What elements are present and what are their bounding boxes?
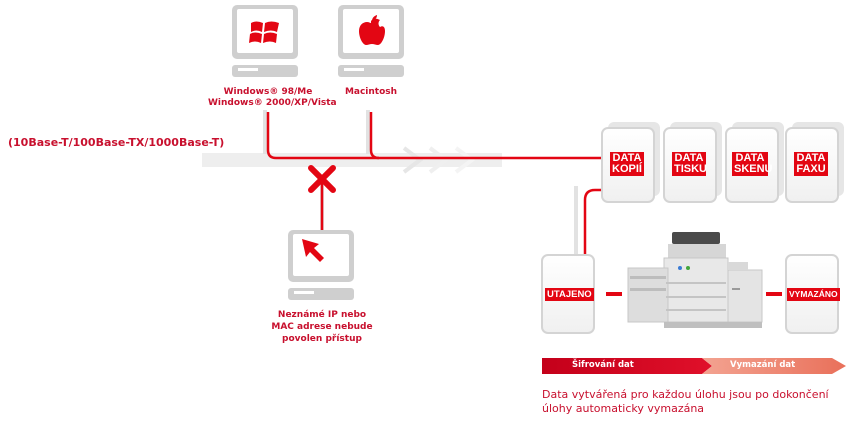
unknown-label-line1: Neznámé IP nebo	[277, 310, 367, 320]
apple-logo-icon	[359, 15, 385, 45]
doc-fax-label: DATA FAXU	[794, 152, 828, 176]
doc-scan-label: DATA SKENU	[732, 152, 773, 176]
windows-computer	[232, 5, 298, 77]
unknown-label-line2: MAC adrese nebude	[271, 322, 373, 332]
doc-scan-line1: DATA	[735, 152, 765, 164]
docs-to-encrypt-line	[583, 188, 610, 265]
process-bar	[542, 358, 846, 374]
encrypted-label: UTAJENO	[545, 288, 594, 301]
windows-label: Windows® 98/Me Windows® 2000/XP/Vista	[208, 87, 337, 109]
doc-print-label: DATA TISKU	[672, 152, 707, 176]
erase-bar-label: Vymazání dat	[730, 360, 796, 370]
windows-label-line2: Windows® 2000/XP/Vista	[208, 98, 337, 108]
mac-label: Macintosh	[338, 87, 404, 98]
multifunction-printer	[627, 232, 763, 328]
mac-label-text: Macintosh	[344, 87, 398, 97]
cursor-arrow-icon	[302, 239, 324, 262]
network-label: (10Base-T/100Base-TX/1000Base-T)	[8, 136, 225, 149]
note-line2: úlohy automaticky vymazána	[542, 402, 705, 415]
printer-connectors	[606, 292, 782, 296]
windows-label-line1: Windows® 98/Me	[223, 87, 313, 97]
access-denied-x-icon	[308, 165, 336, 193]
doc-copy-line1: DATA	[612, 152, 642, 164]
note-line1: Data vytvářená pro každou úlohu jsou po …	[542, 388, 829, 401]
auto-erase-note: Data vytvářená pro každou úlohu jsou po …	[542, 388, 829, 416]
windows-logo-icon	[249, 21, 279, 43]
doc-fax-line1: DATA	[796, 152, 826, 164]
doc-fax-line2: FAXU	[796, 163, 826, 175]
doc-copy-line2: KOPIÍ	[612, 163, 642, 175]
erased-label: VYMAZÁNO	[787, 288, 840, 301]
doc-scan-line2: SKENU	[734, 163, 773, 175]
unknown-computer	[288, 230, 354, 300]
doc-print-line1: DATA	[674, 152, 704, 164]
doc-copy-label: DATA KOPIÍ	[610, 152, 644, 176]
encrypt-bar-label: Šifrování dat	[572, 360, 634, 370]
doc-print-line2: TISKU	[674, 163, 707, 175]
network-line	[266, 112, 620, 232]
network-arrow-lane	[202, 146, 502, 174]
unknown-access-label: Neznámé IP nebo MAC adrese nebude povole…	[262, 309, 382, 345]
unknown-label-line3: povolen přístup	[282, 334, 362, 344]
mac-computer	[338, 5, 404, 77]
